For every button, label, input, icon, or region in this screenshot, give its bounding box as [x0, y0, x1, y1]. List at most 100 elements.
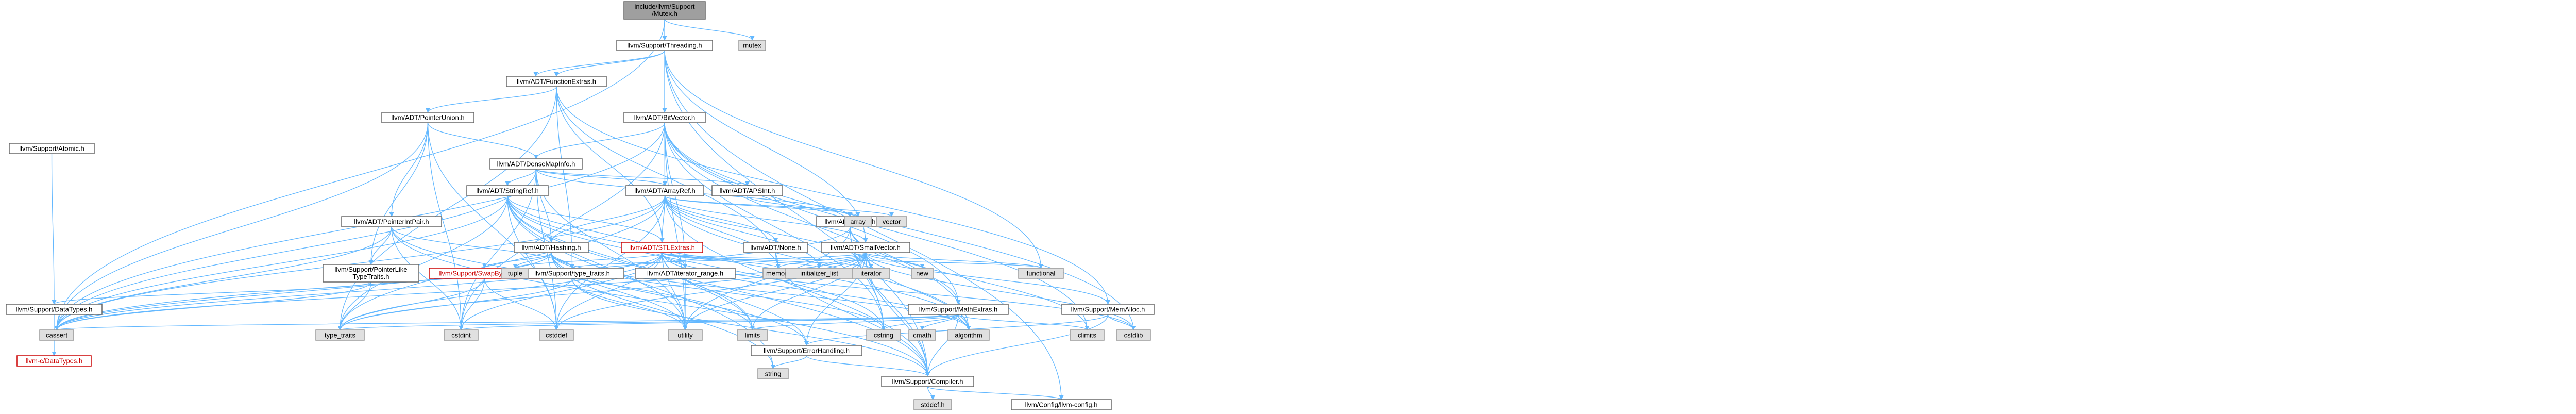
- node-box: [876, 216, 907, 227]
- node-mathextras[interactable]: llvm/Support/MathExtras.h: [908, 304, 1009, 315]
- edge-swapbyteorder-to-typetraits_std: [337, 278, 485, 330]
- node-densemapinfo[interactable]: llvm/ADT/DenseMapInfo.h: [489, 158, 583, 170]
- edge-stlextras-to-tuple: [513, 252, 663, 269]
- node-label: llvm/Support/DataTypes.h: [16, 306, 93, 313]
- node-label: memory: [766, 270, 790, 277]
- edge-funcext-to-ptrunion: [426, 86, 557, 113]
- node-label: algorithm: [955, 332, 982, 339]
- edge-hashing-to-cassert: [54, 252, 552, 330]
- node-box: [913, 399, 952, 410]
- edge-smallvector-to-cstdlib: [865, 252, 1136, 330]
- node-functional: functional: [1018, 268, 1064, 279]
- node-apsint[interactable]: llvm/ADT/APSInt.h: [711, 185, 783, 196]
- node-hashing[interactable]: llvm/ADT/Hashing.h: [514, 242, 589, 253]
- node-iterator: iterator: [852, 268, 890, 279]
- node-ptrintpair[interactable]: llvm/ADT/PointerIntPair.h: [341, 216, 442, 227]
- node-box: [821, 242, 910, 253]
- edge-arrayref-to-cstddef: [554, 195, 666, 330]
- node-label: llvm/Support/MemAlloc.h: [1071, 306, 1145, 313]
- node-label: llvm/ADT/STLExtras.h: [629, 244, 695, 252]
- edge-apint-to-mathextras: [850, 226, 961, 305]
- edge-arrayref-to-memory: [664, 195, 781, 269]
- node-label: llvm/Support/MathExtras.h: [919, 306, 997, 313]
- node-label: llvm/Support/PointerLike: [335, 266, 408, 273]
- edge-arrayref-to-none: [664, 195, 778, 243]
- edge-arrayref-to-smallvector: [664, 195, 868, 243]
- node-ptrunion[interactable]: llvm/ADT/PointerUnion.h: [381, 112, 474, 123]
- node-box: [947, 329, 990, 341]
- node-stlextras[interactable]: llvm/ADT/STLExtras.h: [621, 242, 703, 253]
- node-label: array: [850, 218, 866, 226]
- node-stddef: stddef.h: [913, 399, 952, 410]
- node-datatypes[interactable]: llvm/Support/DataTypes.h: [6, 304, 103, 315]
- node-label: llvm/Support/Atomic.h: [19, 145, 84, 153]
- edge-densemapinfo-to-arrayref: [535, 169, 667, 186]
- node-box: [39, 329, 74, 341]
- node-box: [323, 264, 419, 283]
- node-algorithm: algorithm: [947, 329, 990, 341]
- node-label: llvm/ADT/APSInt.h: [720, 187, 775, 195]
- node-label: vector: [883, 218, 901, 226]
- edge-threading-to-functional: [664, 50, 1044, 269]
- node-compiler[interactable]: llvm/Support/Compiler.h: [881, 376, 974, 387]
- edge-mathextras-to-limits: [750, 314, 959, 330]
- node-label: llvm/ADT/Hashing.h: [522, 244, 581, 252]
- node-box: [616, 40, 713, 51]
- edge-mathextras-to-cmath: [920, 314, 959, 330]
- edge-funcext-to-memalloc: [556, 86, 1111, 305]
- edge-stlextras-to-cassert: [54, 252, 663, 330]
- edge-mathextras-to-compiler: [925, 314, 959, 377]
- edge-stringref-to-utility: [507, 195, 688, 330]
- node-string: string: [757, 368, 789, 379]
- node-label: /Mutex.h: [652, 10, 677, 18]
- node-label: llvm/Support/type_traits.h: [534, 270, 610, 277]
- edge-funcext-to-stlextras: [556, 86, 665, 243]
- edge-hashing-to-utility: [551, 252, 688, 330]
- node-cdatatypes[interactable]: llvm-c/DataTypes.h: [16, 355, 92, 367]
- edge-errhandling-to-string: [770, 355, 807, 369]
- node-threading[interactable]: llvm/Support/Threading.h: [616, 40, 713, 51]
- node-label: tuple: [508, 270, 522, 277]
- node-box: [1070, 329, 1105, 341]
- node-errhandling[interactable]: llvm/Support/ErrorHandling.h: [751, 345, 862, 356]
- node-llvmconfig[interactable]: llvm/Config/llvm-config.h: [1011, 399, 1112, 410]
- edge-smallvector-to-typetraits: [570, 252, 866, 269]
- node-array: array: [844, 216, 872, 227]
- node-arrayref[interactable]: llvm/ADT/ArrayRef.h: [625, 185, 704, 196]
- node-bitvector[interactable]: llvm/ADT/BitVector.h: [623, 112, 706, 123]
- node-stringref[interactable]: llvm/ADT/StringRef.h: [466, 185, 549, 196]
- edge-stringref-to-cstddef: [507, 195, 559, 330]
- edge-bitvector-to-cstdint: [459, 122, 665, 330]
- node-none[interactable]: llvm/ADT/None.h: [743, 242, 808, 253]
- node-atomic[interactable]: llvm/Support/Atomic.h: [9, 143, 95, 154]
- node-label: climits: [1078, 332, 1097, 339]
- edge-stlextras-to-utility: [662, 252, 688, 330]
- edge-mathextras-to-cstring: [881, 314, 959, 330]
- node-label: cassert: [46, 332, 67, 339]
- node-funcext[interactable]: llvm/ADT/FunctionExtras.h: [506, 76, 607, 87]
- edge-stlextras-to-cstdint: [459, 252, 663, 330]
- nodes-layer: include/llvm/Support/Mutex.hmutexllvm/Su…: [6, 1, 1155, 410]
- node-label: string: [765, 370, 782, 378]
- node-smallvector[interactable]: llvm/ADT/SmallVector.h: [821, 242, 910, 253]
- node-iterrange[interactable]: llvm/ADT/iterator_range.h: [635, 268, 736, 279]
- node-typetraits[interactable]: llvm/Support/type_traits.h: [520, 268, 624, 279]
- edge-mathextras-to-cassert: [55, 314, 959, 330]
- node-memalloc[interactable]: llvm/Support/MemAlloc.h: [1061, 304, 1155, 315]
- node-label: cmath: [913, 332, 931, 339]
- edge-mathextras-to-cstdint: [459, 314, 959, 330]
- node-box: [852, 268, 890, 279]
- node-box: [844, 216, 872, 227]
- edge-memalloc-to-compiler: [925, 314, 1109, 377]
- node-utility: utility: [668, 329, 703, 341]
- node-climits: climits: [1070, 329, 1105, 341]
- edge-stlextras-to-initlist: [662, 252, 822, 269]
- edge-ptrliketraits-to-cassert: [54, 281, 371, 330]
- edge-ptrintpair-to-typetraits: [391, 226, 574, 269]
- node-label: cstddef: [546, 332, 567, 339]
- edge-stringref-to-cassert: [54, 195, 508, 330]
- node-label: cstdlib: [1124, 332, 1143, 339]
- edge-apsint-to-apint: [747, 195, 853, 217]
